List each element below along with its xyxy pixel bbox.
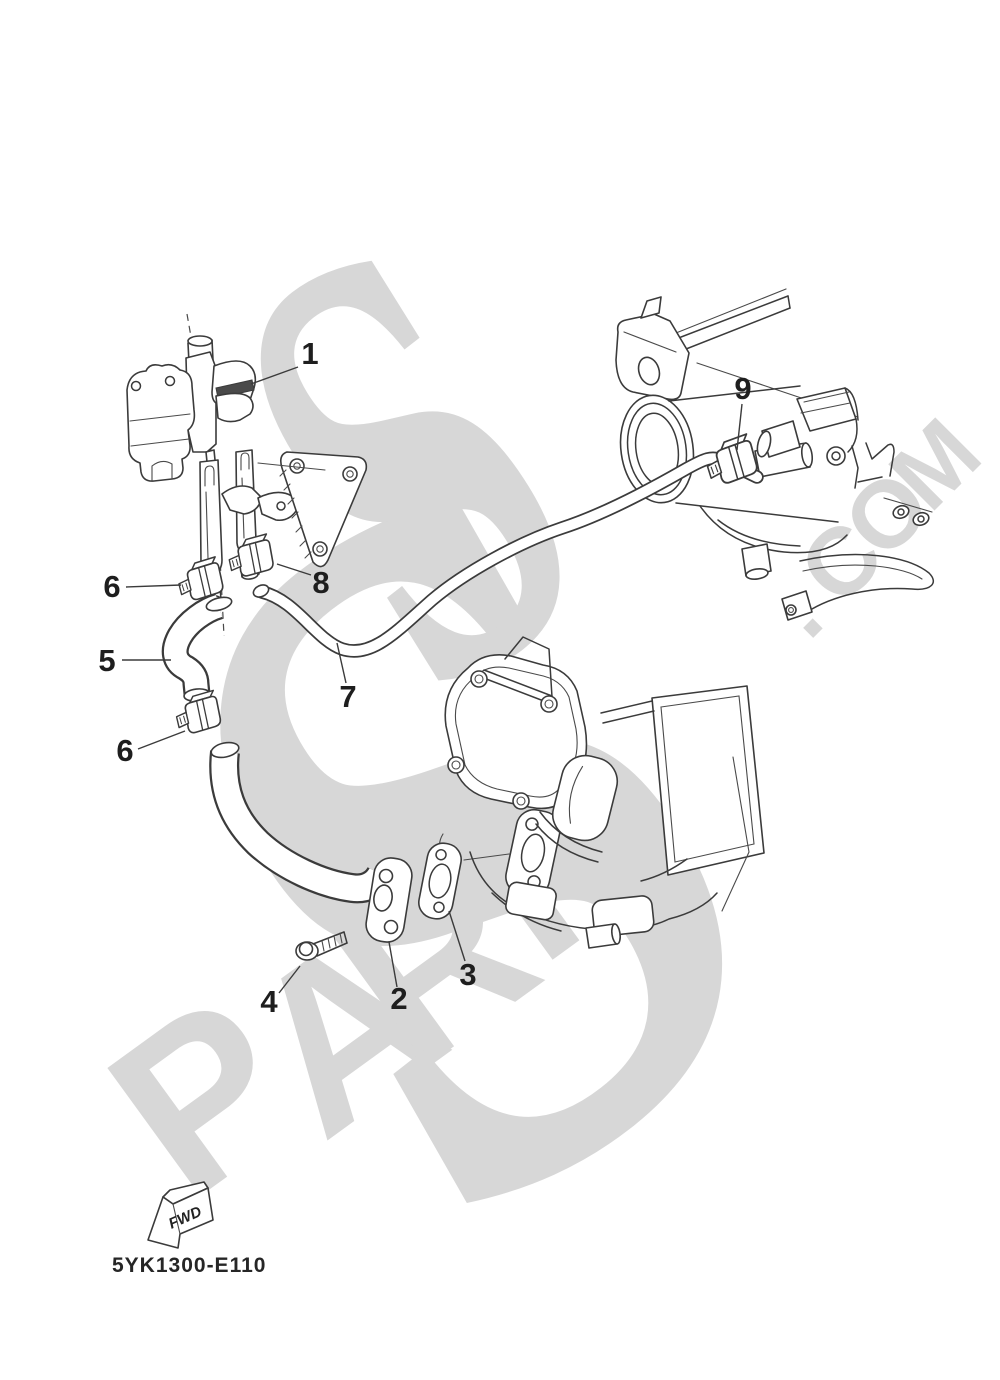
callout-leader-line <box>736 403 743 451</box>
airbox-assembly-drawing <box>615 288 934 621</box>
part-callouts: 1 2 3 4 5 6 6 7 8 9 <box>98 336 751 1019</box>
diagram-code: 5YK1300-E110 <box>112 1254 266 1277</box>
callout-leader-line <box>276 563 312 576</box>
callout-leader-line <box>336 642 347 684</box>
callout-leader-line <box>388 941 398 988</box>
part-callout-5: 5 <box>98 643 115 678</box>
part-callout-3: 3 <box>459 957 476 992</box>
part-callout-2: 2 <box>390 981 407 1016</box>
hose-5-drawing <box>161 593 233 702</box>
fwd-arrow: FWD <box>147 1181 214 1249</box>
part-callout-4: 4 <box>260 984 278 1019</box>
cylinder-head-assembly-drawing <box>438 636 765 949</box>
air-cutoff-valve-drawing <box>126 313 311 637</box>
part-callout-9: 9 <box>734 371 751 406</box>
part-callout-8: 8 <box>312 565 329 600</box>
part-callout-6: 6 <box>103 569 120 604</box>
bracket-plate-drawing <box>257 451 368 568</box>
callout-leader-line <box>125 584 182 588</box>
callout-leader-line <box>137 730 186 750</box>
callout-leader-line <box>250 366 299 385</box>
gasket-drawing <box>418 842 462 920</box>
callout-leader-line <box>278 965 301 994</box>
part-callout-7: 7 <box>339 679 356 714</box>
callout-leader-line <box>448 910 466 962</box>
bolt-drawing <box>295 931 348 961</box>
hose-2-drawing <box>209 741 413 943</box>
part-callout-6: 6 <box>116 733 133 768</box>
part-callout-1: 1 <box>301 336 318 371</box>
hose-7-drawing <box>252 451 764 658</box>
